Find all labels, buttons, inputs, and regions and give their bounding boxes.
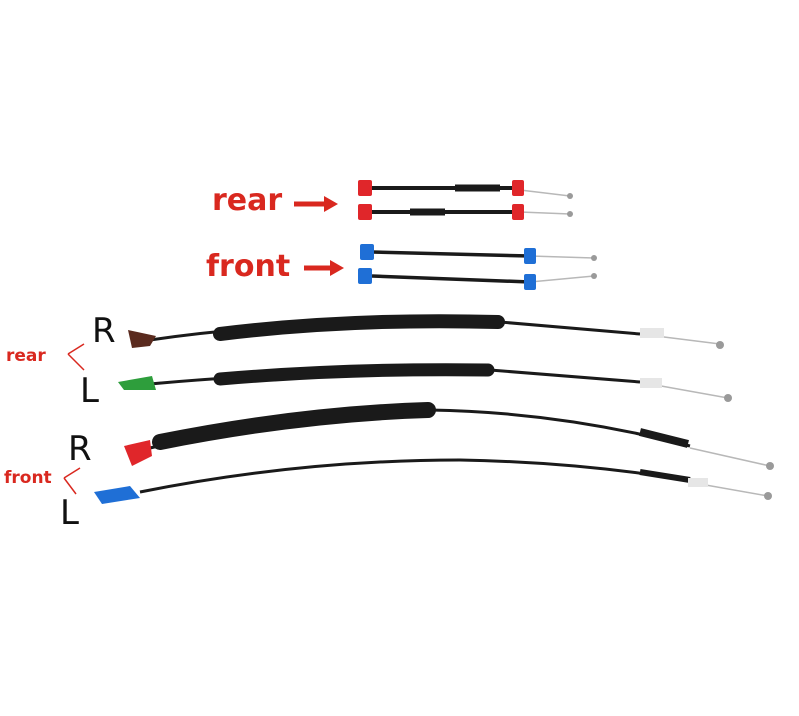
- rear-right-cable: [128, 314, 724, 349]
- front-right-cable: [124, 402, 774, 470]
- label-front-big-cables: front: [4, 468, 52, 488]
- label-front-small-cables: front: [206, 249, 291, 284]
- label-l-upper: L: [80, 371, 99, 411]
- arrow-icon-small-front: [63, 467, 81, 495]
- arrow-icon-small-rear: [67, 343, 85, 371]
- small-front-cable-upper: [360, 244, 597, 264]
- label-r-upper: R: [92, 311, 116, 351]
- small-rear-cable-lower: [358, 204, 573, 220]
- rear-left-cable: [118, 363, 732, 402]
- label-rear-small-cables: rear: [212, 183, 283, 218]
- label-rear-big-cables: rear: [6, 346, 46, 366]
- small-rear-cable-upper: [358, 180, 573, 199]
- arrow-icon-front: [304, 260, 344, 276]
- front-left-cable: [94, 458, 772, 504]
- arrow-icon-rear: [294, 196, 338, 212]
- small-front-cable-lower: [358, 268, 597, 290]
- label-l-lower: L: [60, 493, 79, 533]
- label-r-lower: R: [68, 429, 92, 469]
